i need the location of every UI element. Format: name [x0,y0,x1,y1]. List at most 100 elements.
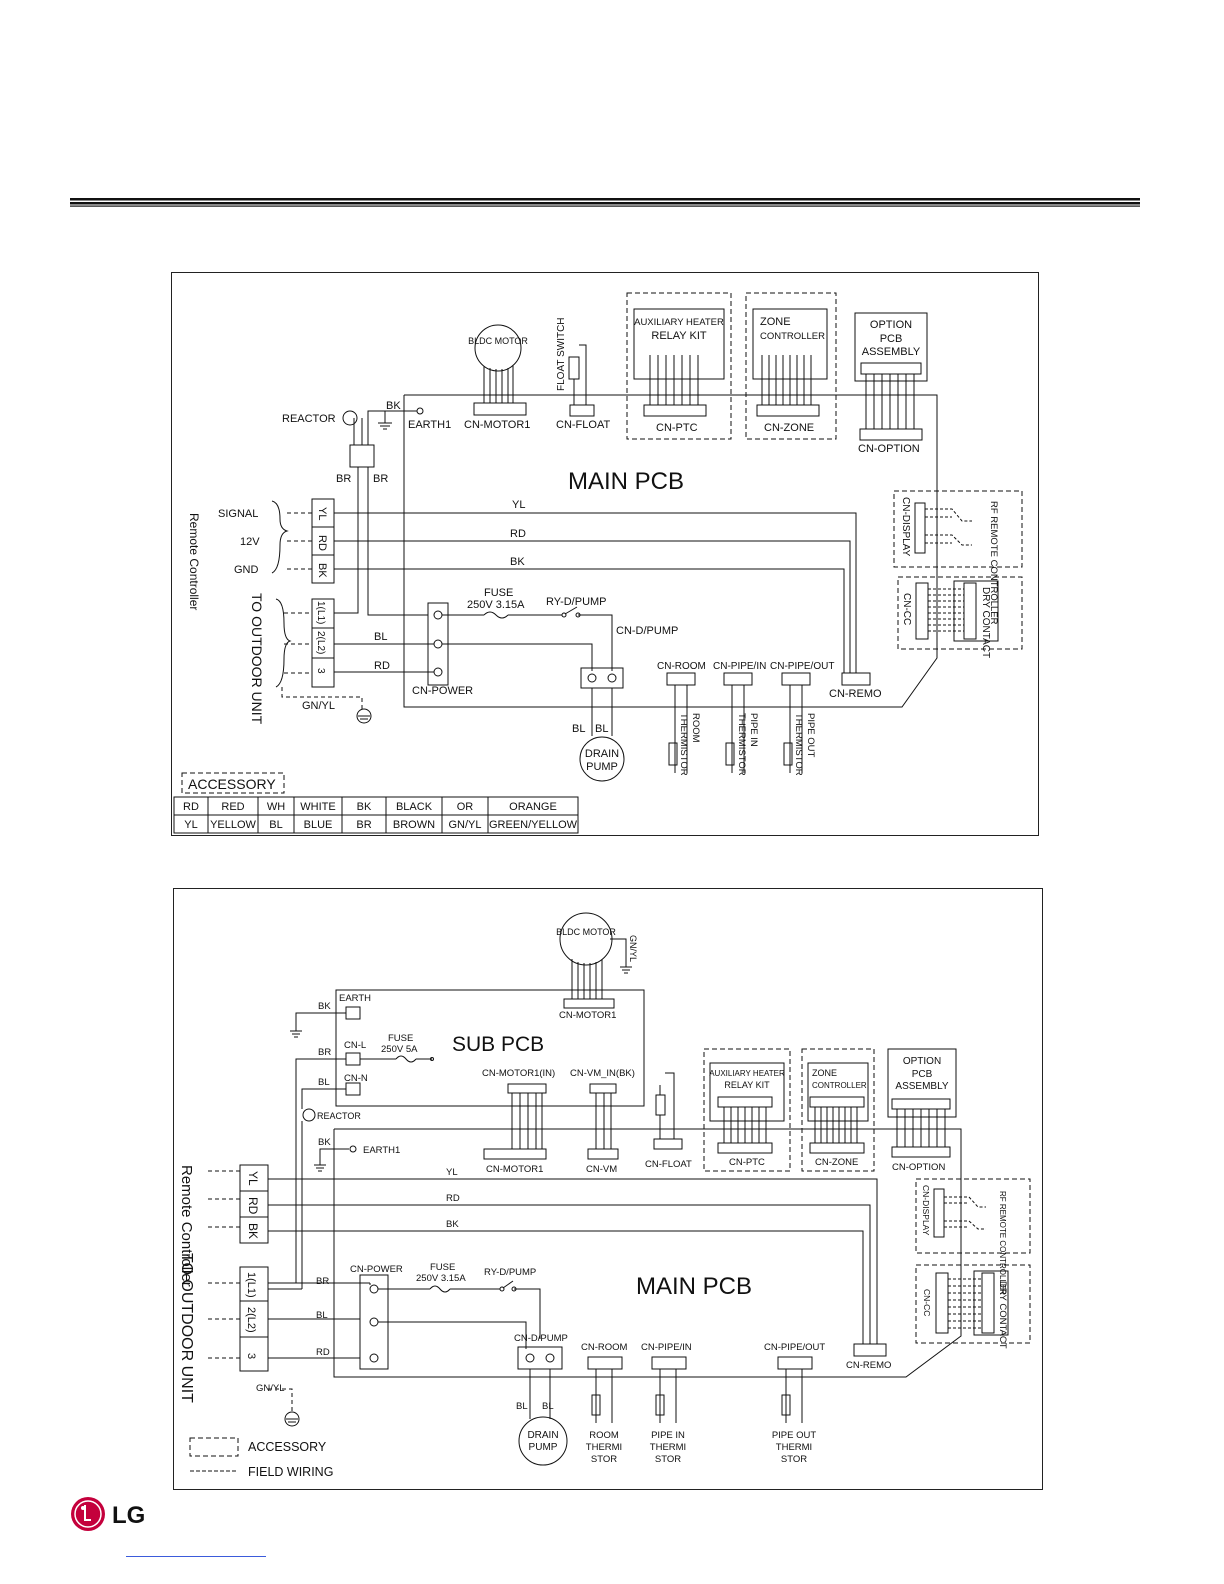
bk-earth1-label: BK [318,1137,331,1148]
remote-controller-label: Remote Controller [178,1165,195,1287]
remote-terminal-block [239,1164,269,1244]
terminal-yl: YL [316,507,328,520]
cn-option-label: CN-OPTION [858,443,920,455]
cn-ptc-label: CN-PTC [656,422,698,434]
bk-label: BK [386,400,401,412]
accessory-legend-label: ACCESSORY [188,776,276,792]
bk-earth-label: BK [318,1001,331,1012]
option-pcb-label: OPTION [870,319,912,331]
float-switch-icon [568,356,580,380]
fuse-sub-label: FUSE [388,1033,413,1044]
cn-display-accessory-box [893,490,1023,568]
aux-heater-accessory-box [626,292,732,440]
fuse-label: FUSE [484,587,513,599]
terminal-3: 3 [245,1353,257,1359]
earth1-label: EARTH1 [408,419,451,431]
cn-pipe-out-connector [777,1356,813,1370]
cn-option-label: CN-OPTION [892,1162,945,1173]
aux-heater-label-2: RELAY KIT [724,1080,770,1090]
cn-vm-label: CN-VM [586,1164,617,1175]
bldc-motor-icon [474,324,522,372]
zone-controller-accessory-box [801,1048,875,1172]
earth-label: EARTH [339,993,371,1004]
cn-motor1-label: CN-MOTOR1 [559,1010,616,1021]
room-thermistor-label: ROOMTHERMISTOR [678,713,701,776]
bl-dpump-label-2: BL [595,723,608,735]
cn-pipe-out-label: CN-PIPE/OUT [770,661,834,672]
relay-dpump-icon [564,606,578,615]
remote-controller-label: Remote Controller [187,513,201,610]
reactor-terminal [349,444,375,468]
rf-remote-label: RF REMOTE CONTROLLER [988,501,999,625]
cn-dpump-connector [517,1346,563,1370]
wire-bk-label: BK [446,1219,459,1230]
cn-float-connector [653,1138,683,1150]
br-label-2: BR [373,473,388,485]
terminal-bk: BK [246,1223,260,1239]
bldc-motor-label: BLDC MOTOR [556,927,616,937]
field-wiring-legend-label: FIELD WIRING [248,1465,333,1479]
cn-zone-connector [756,404,820,417]
terminal-bk: BK [316,563,328,578]
fuse-icon [483,611,509,619]
legend-cell: RD [183,801,199,813]
zone-controller-label: ZONE [812,1068,837,1078]
cn-float-label: CN-FLOAT [645,1159,692,1170]
cn-display-accessory-box [915,1178,1031,1254]
wire-yl-label: YL [512,499,525,511]
to-outdoor-unit-label: TO OUTDOOR UNIT [178,1253,195,1403]
wire-bk-label: BK [510,556,525,568]
drain-pump-icon [518,1416,568,1466]
rd-wire-label: RD [374,660,390,672]
lg-logo-text: LG [112,1502,145,1529]
cn-pipe-in-label: CN-PIPE/IN [641,1342,692,1353]
cn-display-label: CN-DISPLAY [921,1185,931,1236]
footer-link-underline[interactable] [126,1556,266,1557]
cn-pipe-out-connector [781,672,811,686]
wire-yl-label: YL [446,1167,458,1178]
main-pcb-label: MAIN PCB [568,468,684,495]
terminal-1-l1: 1(L1) [245,1272,257,1298]
terminal-3: 3 [315,668,326,674]
cn-remo-connector [841,672,871,686]
pipe-out-thermistor-label: PIPE OUTTHERMISTOR [793,713,816,776]
reactor-label: REACTOR [282,413,336,425]
br-sub-label: BR [318,1047,331,1058]
12v-label: 12V [240,536,260,548]
option-pcb-label-2: PCB [880,333,903,345]
option-pcb-label: OPTION [903,1056,941,1067]
legend-cell: BR [356,819,371,831]
zone-controller-accessory-box [745,292,837,440]
gnyl-label: GN/YL [302,700,335,712]
cn-ptc-connector [717,1142,773,1154]
aux-heater-label: AUXILIARY HEATER [634,317,724,328]
option-pcb-box [887,1048,957,1118]
option-pcb-box [854,312,928,382]
cn-remo-connector [853,1343,887,1357]
cn-ptc-label: CN-PTC [729,1157,765,1168]
accessory-legend-box [189,1437,239,1457]
dry-contact-label: DRY CONTACT [997,1281,1008,1349]
option-pcb-label-3: ASSEMBLY [862,346,921,358]
terminal-rd: RD [316,535,328,551]
drain-pump-label: DRAIN [585,748,619,760]
cn-display-label: CN-DISPLAY [900,497,911,557]
terminal-2-l2: 2(L2) [245,1307,257,1333]
legend-cell: WHITE [300,801,335,813]
br-label-1: BR [336,473,351,485]
cn-room-connector [666,672,696,686]
terminal-1-l1: 1(L1) [315,601,326,624]
br-power-label: BR [316,1276,329,1287]
fuse-label: FUSE [430,1262,455,1273]
fuse-rating-label: 250V 3.15A [467,599,525,611]
dry-contact-accessory-box [915,1264,1031,1344]
cn-n-label: CN-N [344,1073,368,1084]
cn-l-label: CN-L [344,1040,366,1051]
legend-cell: BL [269,819,282,831]
fuse-icon [429,1285,451,1293]
cn-option-connector [859,428,923,441]
bl-dpump-label-1: BL [572,723,585,735]
